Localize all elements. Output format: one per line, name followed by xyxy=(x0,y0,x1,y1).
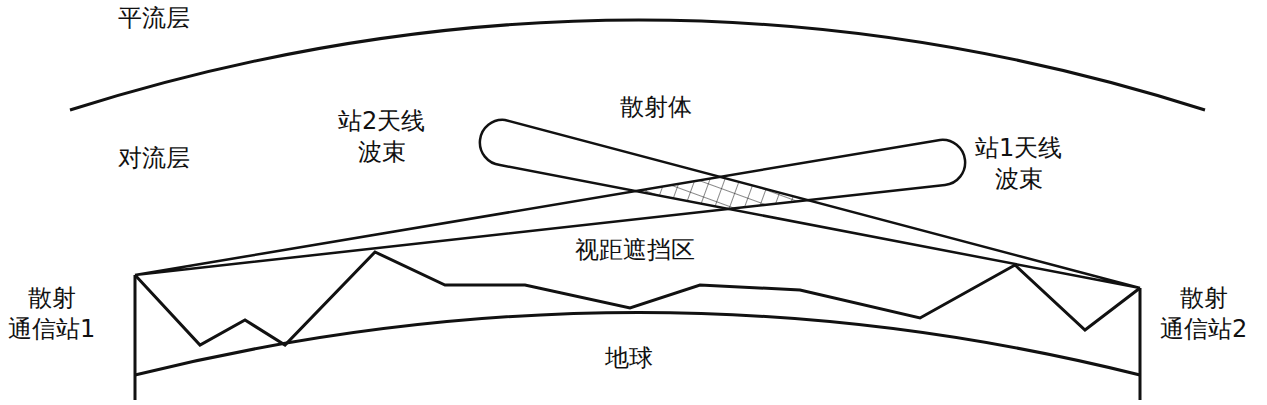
station1-antenna-beam xyxy=(135,140,965,275)
region-label: 视距遮挡区 xyxy=(575,235,695,266)
scatter-volume-hatch xyxy=(400,100,1000,250)
earth-label: 地球 xyxy=(605,343,653,374)
layer-label: 平流层 xyxy=(118,3,190,34)
beam-label: 站1天线 波束 xyxy=(975,133,1062,195)
terrain-profile xyxy=(135,252,1140,345)
beam-label: 站2天线 波束 xyxy=(338,106,425,168)
station2-antenna-beam xyxy=(480,120,1140,288)
layer-label: 对流层 xyxy=(118,143,190,174)
station-label: 散射 通信站1 xyxy=(8,283,95,345)
earth-section-sides xyxy=(135,275,1140,400)
scatter-volume-label: 散射体 xyxy=(620,92,692,123)
station-label: 散射 通信站2 xyxy=(1160,283,1247,345)
